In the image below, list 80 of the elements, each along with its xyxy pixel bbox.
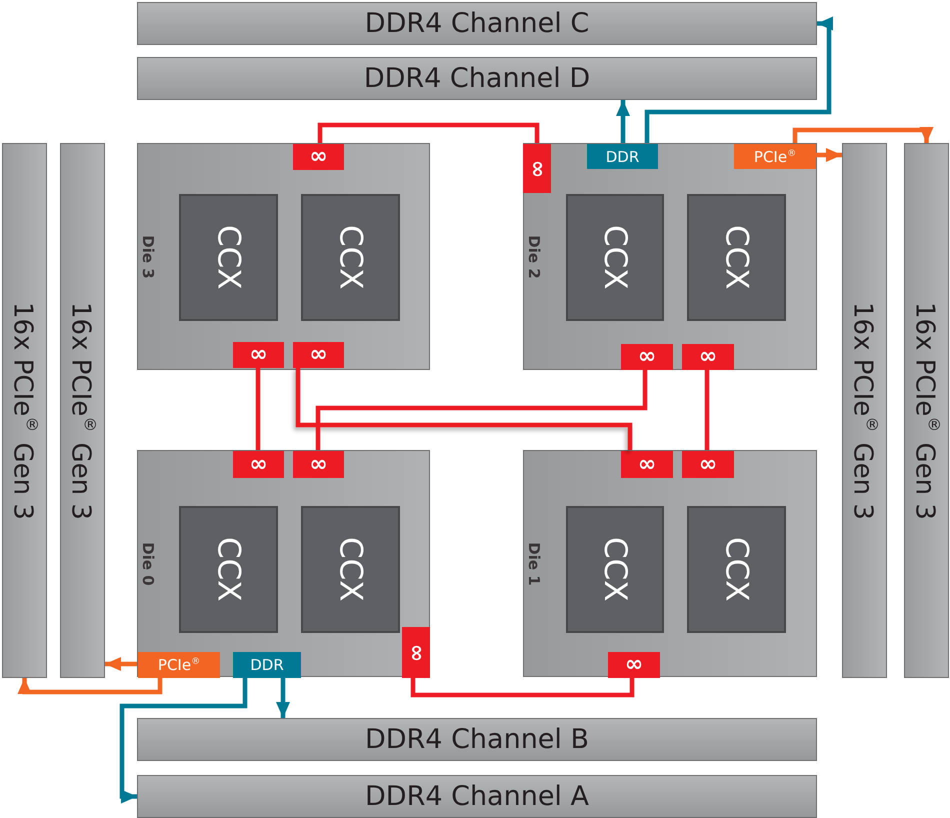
ddr-controller [233,652,301,678]
ccx-block [179,506,278,633]
die-label: Die 2 [525,234,543,278]
arrow [616,100,630,143]
die-label: Die 1 [525,542,543,586]
block-label: PCIe$^{®}$ [158,656,200,674]
block-label: DDR4 Channel A [364,781,589,812]
pcie-lane-bar [904,143,949,678]
infinity-symbol: ∞ [309,146,328,168]
ccx-block [179,194,278,321]
fabric-link-port [523,144,551,193]
arrow [644,16,833,143]
infinity-symbol: ∞ [249,454,268,476]
infinity-symbol: ∞ [249,344,268,366]
block-label: CCX [210,225,246,290]
fabric-link-port [293,342,344,368]
ccx-block [566,506,664,633]
ccx-block [301,194,400,321]
block-label: DDR4 Channel C [364,8,590,39]
pcie-controller [734,144,816,169]
connector-line [318,122,540,143]
block-label: CCX [718,537,754,602]
infinity-symbol: ∞ [698,454,718,476]
memory-channel-bar [137,775,817,818]
ccx-block [301,506,400,633]
arrow [18,677,162,694]
infinity-symbol: ∞ [698,346,718,368]
infinity-symbol: ∞ [526,159,548,178]
block-label: DDR4 Channel D [364,63,590,94]
fabric-link-port [621,344,673,370]
ccx-block [687,194,786,321]
block-label: CCX [332,225,368,290]
memory-channel-bar [137,2,817,45]
die-block [523,143,817,370]
ccx-block [687,506,786,633]
die-label: Die 0 [139,542,157,586]
fabric-link-port [608,652,660,678]
pcie-lane-bar [60,143,105,678]
die-label: Die 3 [139,234,157,278]
block-label: PCIe$^{®}$ [754,148,796,166]
fabric-link-port [293,144,344,170]
arrow [792,127,934,143]
block-label: DDR [606,148,640,166]
fabric-link-port [682,451,734,478]
infinity-symbol: ∞ [638,346,656,368]
arrow [105,657,137,671]
infinity-symbol: ∞ [309,454,328,476]
memory-channel-bar [137,718,817,761]
pcie-controller [138,652,220,678]
block-label: CCX [597,537,633,602]
die-block [137,143,430,370]
die-block [137,450,430,677]
arrow [815,148,842,162]
ddr-controller [587,144,658,169]
connector-line [410,677,634,698]
connector-line [704,369,710,450]
block-label: CCX [210,537,246,602]
ccx-block [566,194,664,321]
pcie-lane-bar [842,143,887,678]
block-label: CCX [332,537,368,602]
fabric-link-port [621,451,673,478]
arrow [120,677,248,804]
infinity-symbol: ∞ [638,454,656,476]
fabric-link-port [293,451,344,478]
fabric-link-port [682,344,734,370]
fabric-link-port [233,342,284,368]
infinity-symbol: ∞ [624,654,644,676]
block-label: CCX [718,225,754,290]
infinity-symbol: ∞ [309,344,328,366]
pcie-lane-bar [2,143,47,678]
memory-channel-bar [137,57,817,100]
block-label: DDR [250,656,284,674]
connector-line [256,367,260,450]
arrow [276,677,290,718]
infinity-symbol: ∞ [405,643,427,662]
fabric-link-port [402,627,430,678]
die-block [523,450,817,677]
fabric-link-port [233,451,284,478]
block-label: DDR4 Channel B [364,724,590,755]
block-label: CCX [597,225,633,290]
